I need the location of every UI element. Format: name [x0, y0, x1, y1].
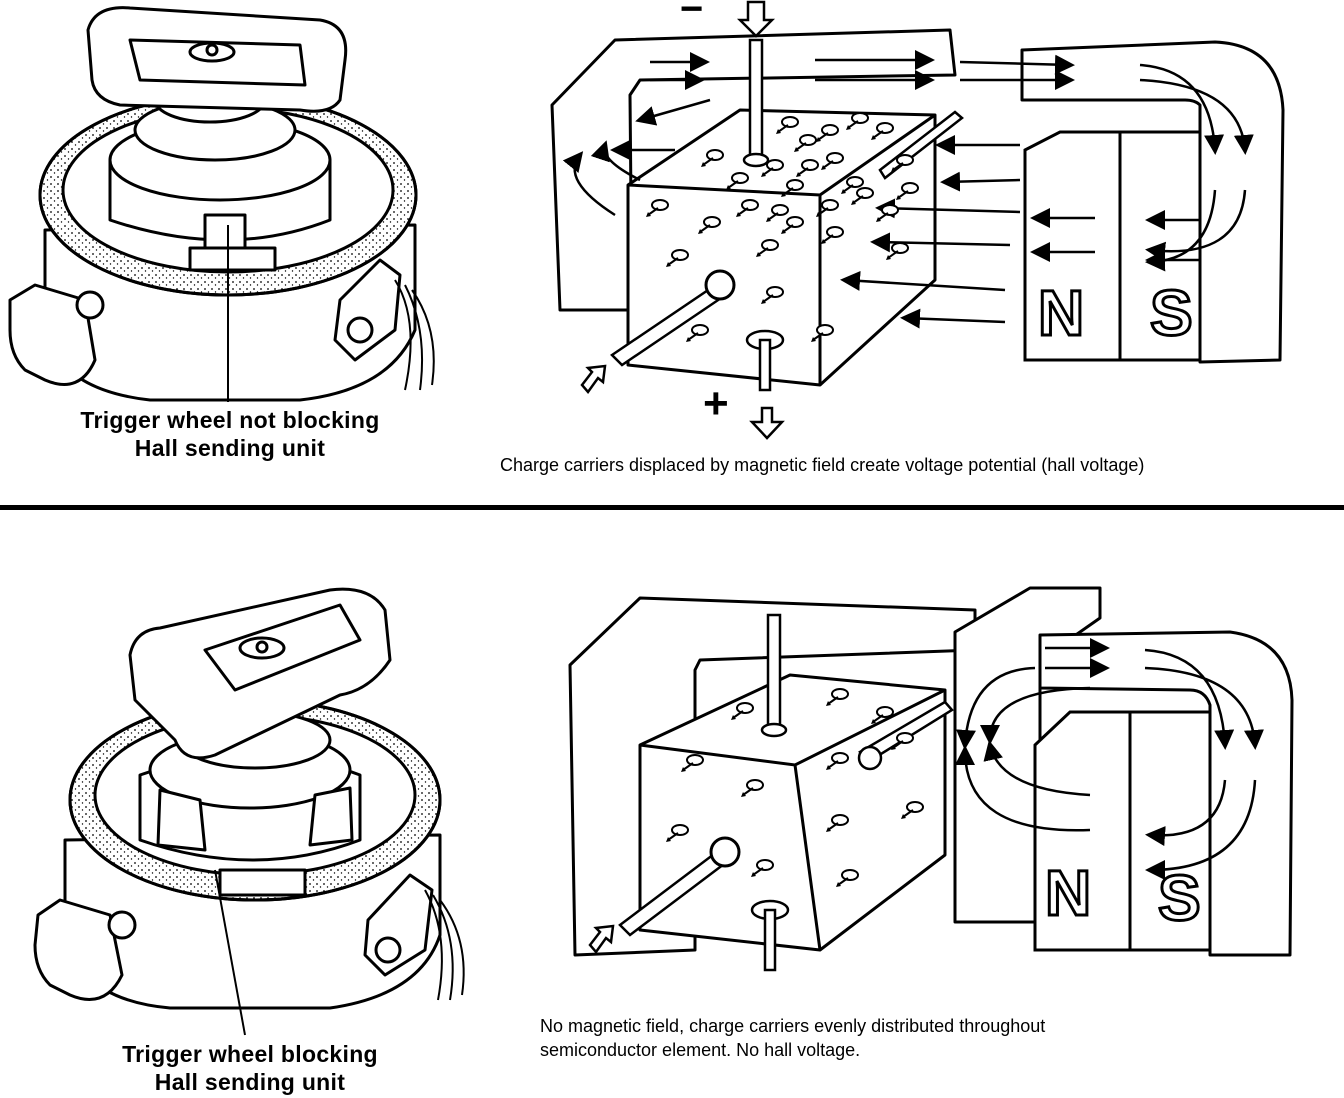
distributor-label-top: Trigger wheel not blocking Hall sending … — [40, 406, 420, 462]
leader-line-bottom — [214, 869, 246, 1036]
no-hall-voltage-caption: No magnetic field, charge carriers evenl… — [540, 1014, 1240, 1062]
south-pole-label-top: S — [1150, 277, 1193, 349]
hall-element-unmagnetized — [568, 586, 1294, 972]
distributor-label-bottom-line1: Trigger wheel blocking — [122, 1041, 378, 1067]
plus-sign: + — [703, 379, 729, 428]
hall-voltage-caption: Charge carriers displaced by magnetic fi… — [500, 455, 1145, 475]
section-divider — [0, 505, 1344, 510]
minus-sign: − — [680, 0, 703, 31]
south-pole-label-bottom: S — [1158, 862, 1201, 934]
no-hall-voltage-caption-line1: No magnetic field, charge carriers evenl… — [540, 1016, 1046, 1036]
north-pole-label-top: N — [1038, 277, 1084, 349]
distributor-label-bottom-line2: Hall sending unit — [154, 1069, 346, 1095]
distributor-label-bottom: Trigger wheel blocking Hall sending unit — [60, 1040, 440, 1096]
distributor-not-blocking — [8, 6, 435, 402]
hall-element-magnetized — [550, 0, 1285, 440]
distributor-label-top-line2: Hall sending unit — [134, 435, 326, 461]
distributor-label-top-line1: Trigger wheel not blocking — [80, 407, 380, 433]
distributor-blocking — [33, 587, 465, 1010]
north-pole-label-bottom: N — [1045, 857, 1091, 929]
no-hall-voltage-caption-line2: semiconductor element. No hall voltage. — [540, 1040, 861, 1060]
